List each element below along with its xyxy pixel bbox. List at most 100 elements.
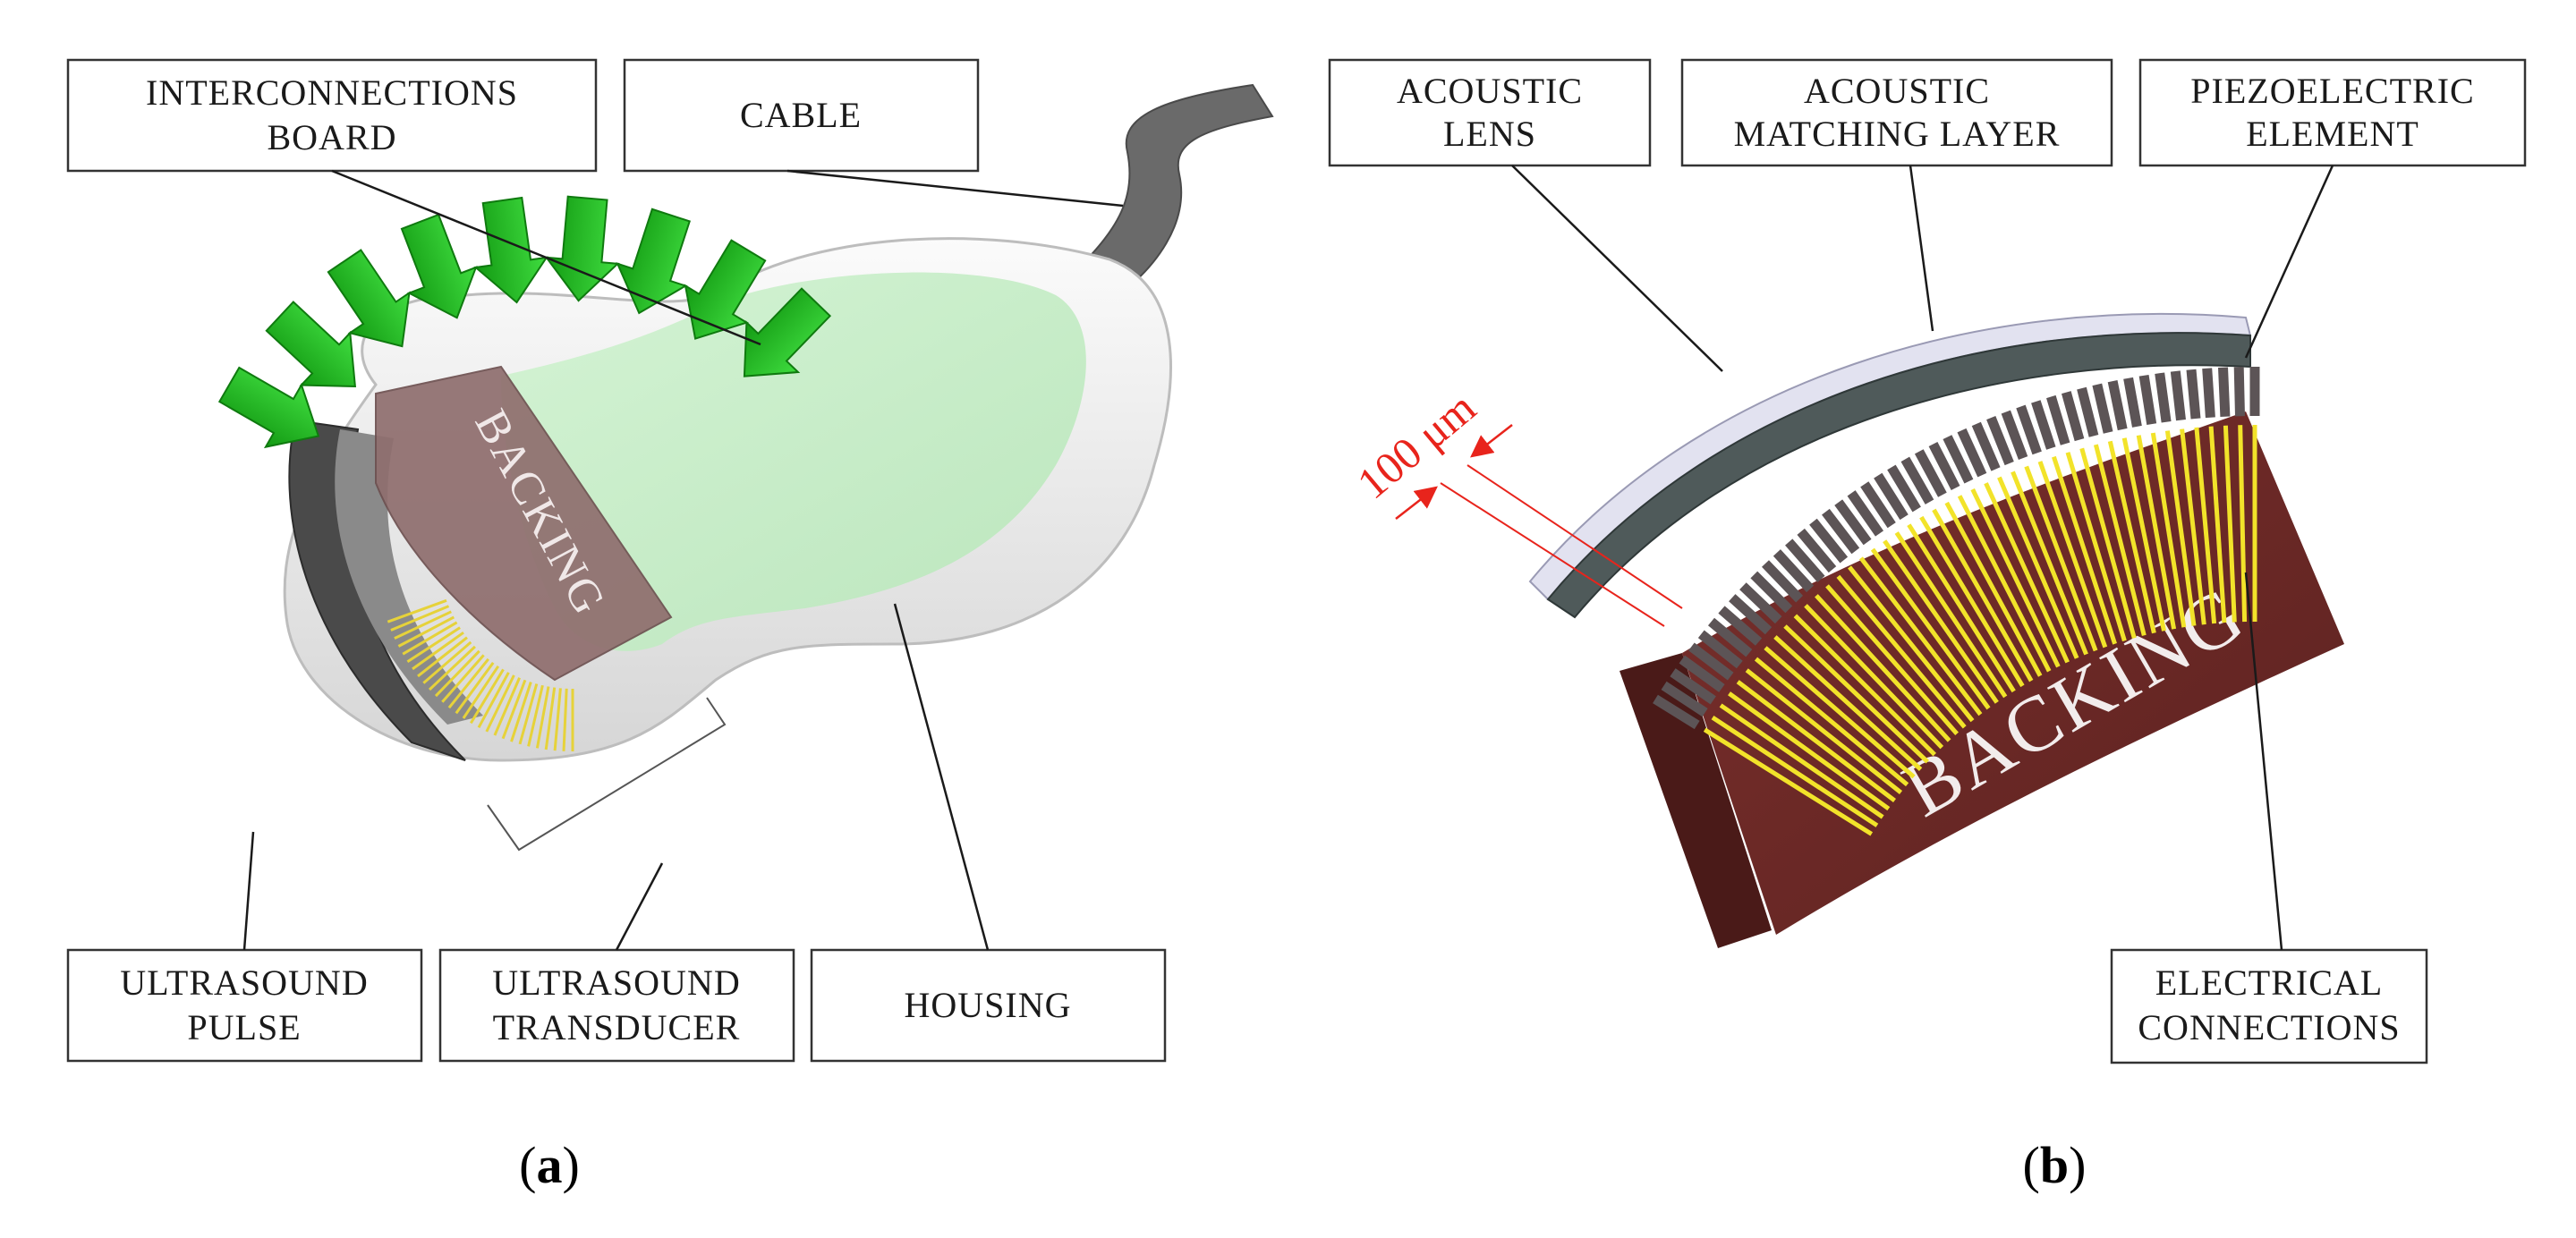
electrical-wire: [1754, 657, 1909, 787]
electrical-wire: [1970, 488, 2061, 668]
piezo-element: [2062, 391, 2085, 442]
label-ultrasound-pulse-l1: ULTRASOUND: [120, 962, 368, 1003]
electrical-wire: [2037, 461, 2108, 649]
label-piezo-l1: PIEZOELECTRIC: [2190, 71, 2474, 111]
piezo-element: [1822, 508, 1860, 555]
piezo-element: [2170, 370, 2186, 421]
electrical-wire: [1728, 691, 1891, 811]
label-matching-layer-l1: ACOUSTIC: [1804, 71, 1990, 111]
electrical-wire: [2164, 430, 2197, 626]
electrical-wire: [2208, 426, 2227, 623]
wire: [470, 668, 505, 725]
piezo-element: [2107, 379, 2128, 431]
electrical-wire: [1919, 515, 2025, 688]
piezo-element: [1957, 428, 1987, 478]
backing-side-b: [1620, 653, 1772, 948]
electrical-wire: [1883, 539, 1999, 704]
piezo-element: [1986, 416, 2014, 466]
electrical-wire: [1848, 565, 1975, 723]
caption-b: (b): [2023, 1136, 2087, 1194]
piezo-element: [1860, 481, 1896, 529]
piezo-element: [1670, 668, 1716, 705]
electrical-wire: [1858, 556, 1983, 717]
wire: [397, 615, 455, 648]
piezo-element: [1928, 441, 1960, 491]
piezo-element: [1914, 449, 1947, 497]
electrical-wire: [1773, 635, 1923, 771]
piezo-element: [1707, 617, 1753, 657]
label-box-interconnections: [66, 58, 598, 173]
electrical-wire: [1932, 508, 2034, 683]
leader-electrical: [2244, 572, 2283, 951]
piezo-element: [1887, 464, 1921, 513]
transducer-bracket: [487, 697, 727, 852]
electrical-connections: [1703, 425, 2257, 836]
piezo-element: [1661, 681, 1708, 717]
leader-cable: [786, 169, 1124, 208]
piezo-element: [2092, 383, 2113, 434]
leader-ultrasound-transducer: [615, 862, 664, 951]
ultrasound-pulse-arrows: [217, 195, 832, 449]
electrical-wire: [1944, 501, 2043, 677]
electrical-wire: [1894, 531, 2008, 699]
wire: [518, 683, 539, 745]
piezo-element: [1762, 560, 1804, 603]
piezo-element: [1971, 421, 2001, 471]
label-electrical-l1: ELECTRICAL: [2155, 962, 2383, 1003]
panel-a: BACKING INTERCONNECTIONS BOARD CABLE ULT…: [66, 58, 1274, 1194]
electrical-wire: [2194, 427, 2217, 624]
electrical-wire: [1984, 482, 2070, 664]
label-cable: CABLE: [740, 95, 862, 135]
pulse-arrow: [743, 287, 832, 377]
label-acoustic-lens-l1: ACOUSTIC: [1397, 71, 1583, 111]
label-interconnections-l1: INTERCONNECTIONS: [146, 72, 518, 113]
piezo-element: [1729, 594, 1773, 635]
electrical-wire: [1764, 646, 1916, 779]
label-interconnections-l2: BOARD: [267, 117, 396, 157]
backing-block: [375, 365, 673, 682]
label-acoustic-lens-l2: LENS: [1443, 114, 1536, 154]
piezo-element: [1750, 571, 1793, 614]
pulse-arrow: [265, 301, 357, 388]
label-housing: HOUSING: [905, 985, 1072, 1025]
electrical-wire: [1870, 547, 1991, 710]
dimension-label: 100 μm: [1348, 382, 1484, 508]
piezo-element: [1834, 499, 1872, 546]
wire: [406, 626, 461, 663]
wire: [402, 621, 458, 656]
interconnections-board: [501, 272, 1086, 651]
wire: [485, 674, 515, 733]
cable: [1076, 83, 1274, 297]
leader-interconnections: [331, 169, 761, 346]
piezo-element: [1809, 518, 1849, 564]
piezo-element: [1900, 456, 1934, 505]
piezo-element: [2123, 377, 2142, 428]
wire: [553, 688, 562, 751]
piezo-element: [2218, 367, 2231, 417]
electrical-wire: [1736, 680, 1897, 802]
electrical-wire: [1825, 584, 1959, 735]
piezo-element: [2155, 372, 2172, 423]
label-box-piezoelectric: [2138, 58, 2527, 167]
wire: [462, 665, 500, 719]
wire: [535, 686, 550, 749]
piezo-element: [2046, 394, 2070, 445]
electrical-wire: [2011, 471, 2088, 656]
label-box-cable: [623, 58, 980, 173]
electrical-wire: [2121, 437, 2166, 632]
electrical-wire: [1703, 727, 1874, 836]
label-electrical-l2: CONNECTIONS: [2138, 1007, 2400, 1047]
wire: [455, 662, 495, 715]
piezo-element: [1773, 549, 1815, 593]
piezo-element: [1847, 490, 1884, 537]
electrical-wire: [2180, 428, 2206, 625]
wire: [441, 654, 485, 703]
leader-acoustic-lens: [1511, 165, 1723, 372]
electrical-wire: [1836, 574, 1967, 729]
electrical-wire: [1997, 476, 2079, 659]
piezo-element: [2202, 368, 2215, 419]
label-box-electrical: [2110, 948, 2428, 1064]
electrical-wire: [1783, 624, 1930, 764]
label-ultrasound-transducer-l1: ULTRASOUND: [492, 962, 740, 1003]
